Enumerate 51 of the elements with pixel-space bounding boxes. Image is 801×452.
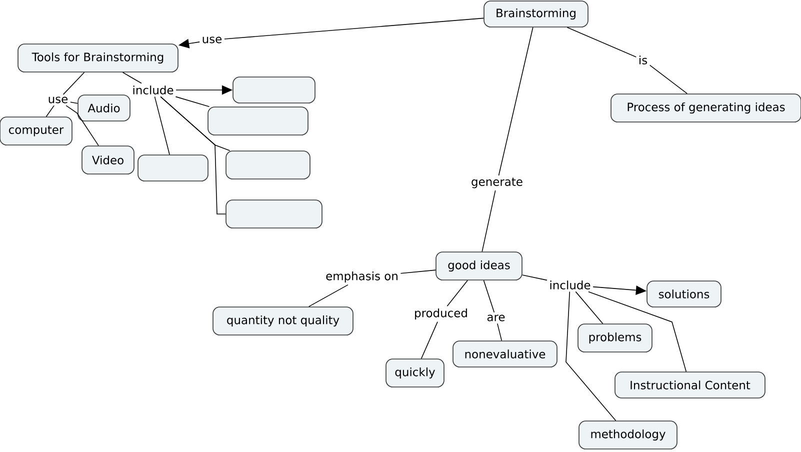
- linking-phrase: use: [200, 34, 224, 46]
- linking-phrase: generate: [469, 176, 525, 190]
- connector: [154, 96, 170, 155]
- connector: [175, 96, 210, 107]
- connector: [160, 96, 226, 214]
- connector: [224, 18, 484, 40]
- concept-box: Instructional Content: [614, 372, 766, 398]
- connector: [62, 72, 85, 95]
- concept-box: [138, 154, 208, 182]
- concept-box: Process of generating ideas: [610, 94, 801, 122]
- connector: [308, 284, 348, 307]
- concept-box: [226, 150, 310, 180]
- linking-phrase: use: [46, 94, 70, 106]
- connector: [483, 280, 495, 313]
- concept-box: [226, 200, 322, 228]
- connector: [70, 102, 78, 104]
- connector: [566, 27, 637, 58]
- connector: [588, 291, 687, 372]
- connector: [649, 64, 688, 94]
- concept-box: quickly: [386, 358, 444, 388]
- concept-box: problems: [578, 324, 652, 352]
- linking-phrase: emphasis on: [324, 269, 400, 285]
- concept-box: good ideas: [436, 252, 522, 280]
- connector: [446, 280, 468, 307]
- connector: [522, 274, 548, 281]
- concept-box: Video: [82, 146, 134, 174]
- concept-box: solutions: [646, 280, 722, 308]
- connector: [122, 72, 142, 84]
- concept-box: Tools for Brainstorming: [18, 44, 178, 72]
- concept-box: Brainstorming: [484, 0, 588, 28]
- connector: [46, 105, 54, 117]
- linking-phrase: include: [547, 278, 593, 292]
- connector: [420, 321, 438, 359]
- connector: [66, 105, 99, 146]
- concept-box: Audio: [78, 94, 130, 122]
- linking-phrase: produced: [412, 306, 470, 322]
- linking-phrase: is: [636, 54, 650, 66]
- concept-box: [232, 76, 316, 104]
- linking-phrase: are: [484, 312, 508, 324]
- concept-box: nonevaluative: [452, 340, 558, 368]
- connector: [498, 27, 534, 176]
- concept-box: computer: [0, 116, 72, 146]
- connector: [482, 190, 496, 252]
- concept-box: methodology: [578, 420, 678, 450]
- concept-box: quantity not quality: [212, 306, 354, 336]
- connector: [566, 291, 616, 421]
- connector: [575, 291, 604, 324]
- connector: [497, 323, 502, 341]
- linking-phrase: include: [130, 84, 176, 96]
- concept-box: [208, 106, 308, 136]
- connector: [400, 270, 436, 274]
